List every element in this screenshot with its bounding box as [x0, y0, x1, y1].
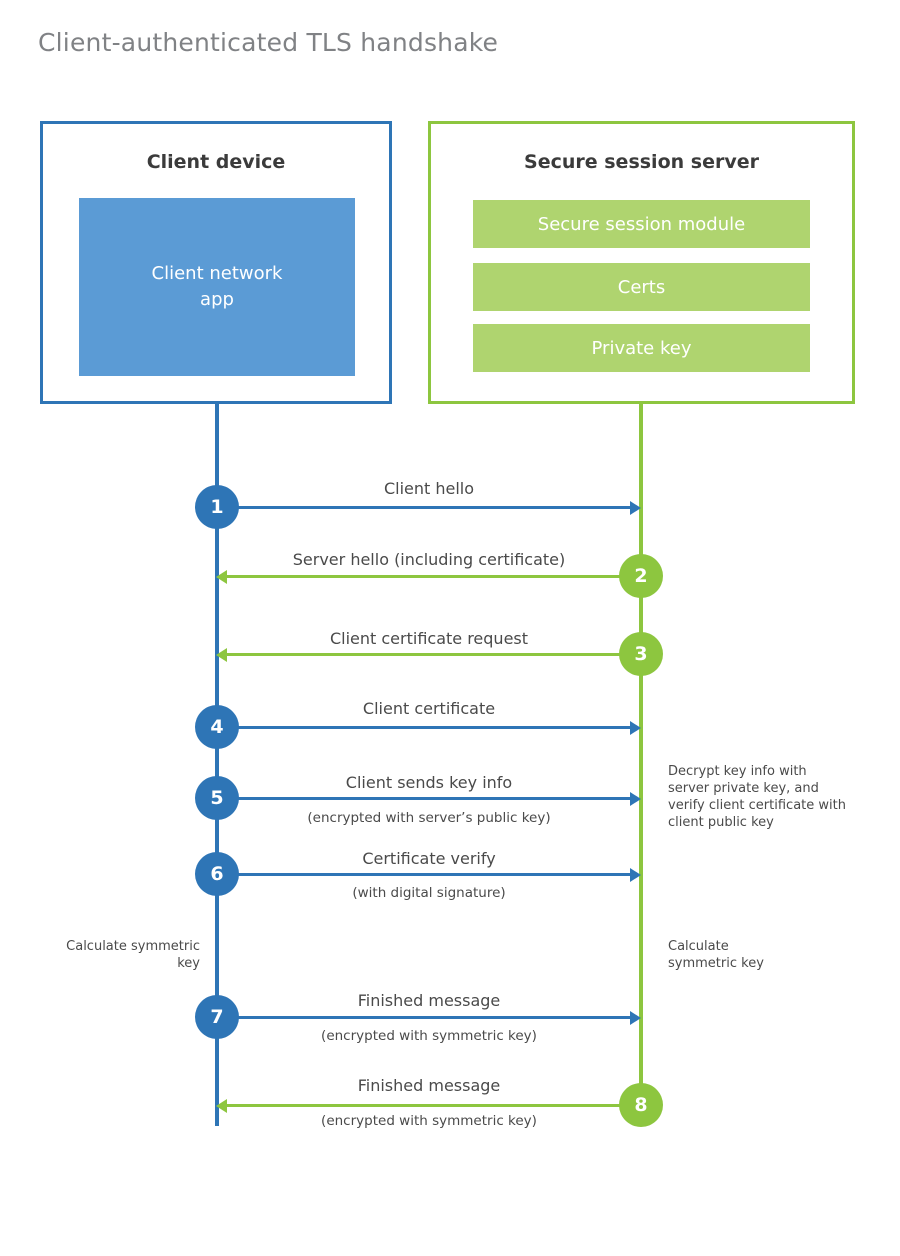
step-7-arrow-head-icon — [630, 1011, 641, 1025]
step-3-label: Client certificate request — [329, 629, 529, 648]
step-8-arrow-head-icon — [216, 1099, 227, 1113]
step-8-label: Finished message — [357, 1076, 501, 1095]
step-7-label: Finished message — [357, 991, 501, 1010]
client-lifeline — [215, 404, 219, 1126]
step-4-number: 4 — [195, 705, 239, 749]
step-5-sublabel: (encrypted with server’s public key) — [307, 810, 551, 826]
step-8-sublabel: (encrypted with symmetric key) — [321, 1113, 537, 1129]
step-4-arrow-line — [217, 726, 631, 729]
step-3-arrow-head-icon — [216, 648, 227, 662]
step-5-arrow-line — [217, 797, 631, 800]
step-2-arrow-line — [226, 575, 641, 578]
step-2-arrow-head-icon — [216, 570, 227, 584]
secure-session-server-box: Secure session server Secure session mod… — [428, 121, 855, 404]
step-6-sublabel: (with digital signature) — [352, 885, 506, 901]
step-2-number: 2 — [619, 554, 663, 598]
step-5-label: Client sends key info — [345, 773, 513, 792]
step-1-number: 1 — [195, 485, 239, 529]
step-5-arrow-head-icon — [630, 792, 641, 806]
client-device-box: Client device Client network app — [40, 121, 392, 404]
step-3-arrow-line — [226, 653, 641, 656]
client-network-app-block: Client network app — [79, 198, 355, 376]
server-decrypt-annotation: Decrypt key info with server private key… — [668, 764, 846, 830]
step-7-sublabel: (encrypted with symmetric key) — [321, 1028, 537, 1044]
step-7-number: 7 — [195, 995, 239, 1039]
step-6-arrow-line — [217, 873, 631, 876]
client-device-title: Client device — [146, 151, 286, 173]
step-8-number: 8 — [619, 1083, 663, 1127]
step-4-label: Client certificate — [362, 699, 496, 718]
server-calculate-symmetric-key-annotation: Calculate symmetric key — [668, 939, 764, 971]
step-8-arrow-line — [226, 1104, 641, 1107]
step-1-label: Client hello — [383, 479, 475, 498]
step-6-arrow-head-icon — [630, 868, 641, 882]
step-1-arrow-line — [217, 506, 631, 509]
step-6-label: Certificate verify — [362, 849, 496, 868]
step-4-arrow-head-icon — [630, 721, 641, 735]
server-component-private-key: Private key — [473, 324, 810, 372]
step-5-number: 5 — [195, 776, 239, 820]
secure-session-server-title: Secure session server — [524, 151, 759, 173]
step-6-number: 6 — [195, 852, 239, 896]
client-calculate-symmetric-key-annotation: Calculate symmetric key — [66, 939, 200, 971]
step-1-arrow-head-icon — [630, 501, 641, 515]
step-2-label: Server hello (including certificate) — [292, 550, 566, 569]
step-3-number: 3 — [619, 632, 663, 676]
server-component-certs: Certs — [473, 263, 810, 311]
page-title: Client-authenticated TLS handshake — [38, 28, 499, 57]
step-7-arrow-line — [217, 1016, 631, 1019]
server-component-secure-session-module: Secure session module — [473, 200, 810, 248]
server-lifeline — [639, 404, 643, 1105]
